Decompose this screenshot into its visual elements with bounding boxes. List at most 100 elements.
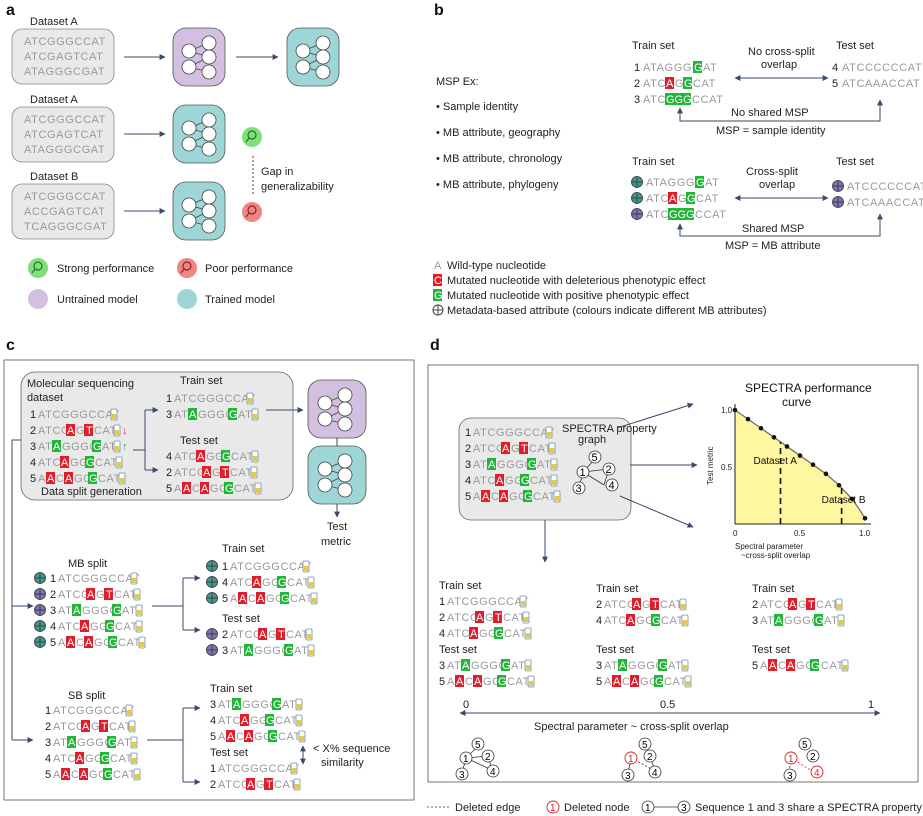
gap-label-1: Gap in	[261, 166, 293, 178]
msp-item-2: • MB attribute, geography	[436, 127, 561, 139]
svg-text:A: A	[227, 731, 235, 743]
legend-trained: Trained model	[205, 294, 275, 306]
deleted-node-icon	[546, 800, 560, 814]
svg-text:G: G	[285, 645, 294, 657]
deleted-node-num: 1	[550, 803, 556, 814]
meta-attribute-icon	[34, 588, 46, 600]
meta-attribute-icon	[832, 196, 844, 208]
svg-text:1: 1	[439, 596, 445, 608]
svg-text:3: 3	[596, 660, 602, 672]
svg-text:A: A	[87, 589, 95, 601]
svg-text:ATCGGGCCAT: ATCGGGCCAT	[174, 393, 256, 405]
svg-text:A: A	[502, 443, 510, 455]
svg-text:A: A	[174, 483, 182, 495]
svg-text:G: G	[524, 491, 533, 503]
svg-text:A: A	[666, 78, 674, 90]
svg-text:ATCG: ATCG	[174, 467, 206, 479]
svg-text:G: G	[281, 593, 290, 605]
dataset-a-box-2	[11, 106, 115, 163]
svg-text:C: C	[491, 491, 500, 503]
svg-text:3: 3	[625, 771, 631, 782]
svg-text:4: 4	[652, 768, 658, 779]
meta-attribute-icon	[206, 592, 218, 604]
svg-text:3: 3	[30, 441, 36, 453]
svg-text:G: G	[502, 660, 511, 672]
svg-text:T: T	[266, 779, 273, 791]
svg-text:5: 5	[45, 769, 51, 781]
svg-text:G: G	[89, 473, 98, 485]
svg-text:G: G	[93, 441, 102, 453]
svg-text:G: G	[811, 660, 820, 672]
sb-split-label: SB split	[68, 690, 105, 702]
svg-text:AT: AT	[282, 699, 296, 711]
svg-text:2: 2	[166, 467, 172, 479]
svg-text:GG: GG	[636, 615, 654, 627]
svg-text:A: A	[769, 660, 777, 672]
curve-title-2: curve	[782, 395, 812, 409]
svg-text:G: G	[268, 629, 277, 641]
svg-text:G: G	[521, 475, 530, 487]
svg-text:G: G	[684, 78, 693, 90]
svg-text:ATC: ATC	[230, 577, 253, 589]
svg-text:5: 5	[50, 637, 56, 649]
svg-text:GG: GG	[796, 660, 814, 672]
x-axis-label-2: ~cross-split overlap	[741, 551, 811, 560]
svg-text:CCAT: CCAT	[695, 209, 727, 221]
svg-text:G: G	[642, 599, 651, 611]
svg-text:A: A	[80, 769, 88, 781]
meta-attribute-icon	[34, 636, 46, 648]
meta-attribute-icon	[34, 620, 46, 632]
no-shared-bracket	[677, 99, 883, 122]
test-num-5: 5	[832, 78, 838, 90]
branch-line	[147, 708, 184, 782]
svg-text:G: G	[101, 753, 110, 765]
seq-b-2: ACCGAGTCAT	[24, 206, 106, 218]
svg-text:A: A	[257, 593, 265, 605]
svg-text:ATCGGGCCAT: ATCGGGCCAT	[473, 427, 555, 439]
dataset-a-label-2: Dataset A	[30, 94, 78, 106]
svg-text:A: A	[619, 660, 627, 672]
svg-text:4: 4	[30, 457, 36, 469]
curve-area	[735, 410, 865, 524]
svg-text:2: 2	[647, 752, 653, 763]
seq-b-3: TCAGGGCGAT	[24, 221, 107, 233]
svg-text:CAT: CAT	[113, 769, 136, 781]
svg-text:GGGC: GGGC	[62, 441, 98, 453]
seq-a2-2: ATCGAGTCAT	[24, 129, 104, 141]
test-set-c: Test set	[180, 435, 218, 447]
gap-label-2: generalizability	[261, 181, 334, 193]
svg-text:G: G	[229, 409, 238, 421]
svg-text:CAT: CAT	[287, 577, 310, 589]
wt-key-icon: A	[434, 260, 442, 272]
split3-train: Train set	[752, 583, 794, 595]
svg-text:5: 5	[222, 593, 228, 605]
svg-text:AT: AT	[58, 605, 72, 617]
svg-text:AT: AT	[668, 660, 682, 672]
x-axis-label: Spectral parameter	[735, 542, 803, 551]
svg-text:1: 1	[166, 393, 172, 405]
svg-text:A: A	[245, 645, 253, 657]
svg-text:A: A	[476, 612, 484, 624]
svg-text:GGGC: GGGC	[784, 615, 820, 627]
svg-text:ATCG: ATCG	[604, 599, 636, 611]
svg-text:5: 5	[30, 473, 36, 485]
svg-text:A: A	[259, 629, 267, 641]
svg-text:G: G	[91, 721, 100, 733]
svg-text:3: 3	[166, 409, 172, 421]
x-tick-label: 0.5	[794, 529, 806, 538]
seq-a1-2: ATCGAGTCAT	[24, 51, 104, 63]
svg-text:ATAGGGC: ATAGGGC	[646, 177, 704, 189]
svg-text:A: A	[787, 660, 795, 672]
svg-text:C: C	[56, 473, 65, 485]
svg-text:G: G	[498, 676, 507, 688]
svg-text:2: 2	[634, 78, 640, 90]
